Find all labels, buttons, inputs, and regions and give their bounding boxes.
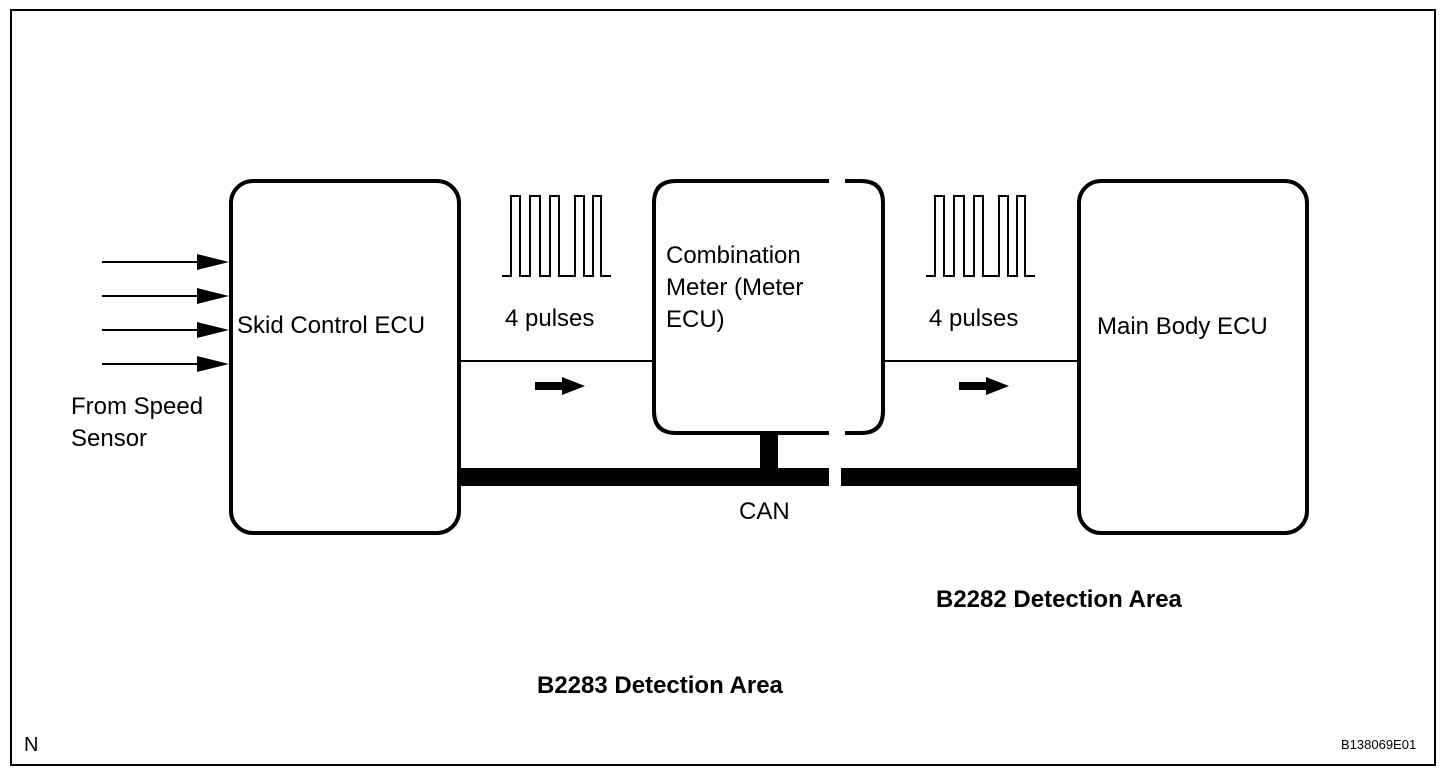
direction-arrow-right: [959, 377, 1009, 395]
combination-meter-label-line2: Meter (Meter: [666, 274, 804, 301]
from-speed-sensor-label-line2: Sensor: [71, 425, 148, 452]
skid-control-ecu-box: [229, 179, 461, 535]
pulse-waveform-right: [926, 195, 1035, 277]
skid-control-ecu-label: Skid Control ECU: [237, 312, 426, 339]
b2283-detection-area-label: B2283 Detection Area: [537, 672, 783, 699]
can-bus-right: [841, 468, 1079, 486]
from-speed-sensor-label-line1: From Speed: [71, 393, 204, 420]
figure-code: B138069E01: [1341, 737, 1417, 752]
pulse-waveform-left: [502, 195, 611, 277]
combination-meter-box: [652, 179, 885, 435]
speed-sensor-inputs: [102, 254, 229, 372]
pulses-left-label: 4 pulses: [505, 305, 595, 332]
can-bus-label: CAN: [739, 498, 790, 525]
combination-meter-label-line3: ECU): [666, 306, 725, 333]
main-body-ecu-box: [1077, 179, 1309, 535]
main-body-ecu-label: Main Body ECU: [1097, 313, 1268, 340]
direction-arrow-left: [535, 377, 585, 395]
can-bus-meter-drop: [760, 433, 778, 469]
pulses-right-label: 4 pulses: [929, 305, 1019, 332]
can-bus-left: [459, 468, 829, 486]
combination-meter-label-line1: Combination: [666, 242, 801, 269]
corner-mark: N: [24, 734, 39, 756]
b2282-detection-area-label: B2282 Detection Area: [936, 586, 1182, 613]
diagram-border: [10, 9, 1436, 766]
